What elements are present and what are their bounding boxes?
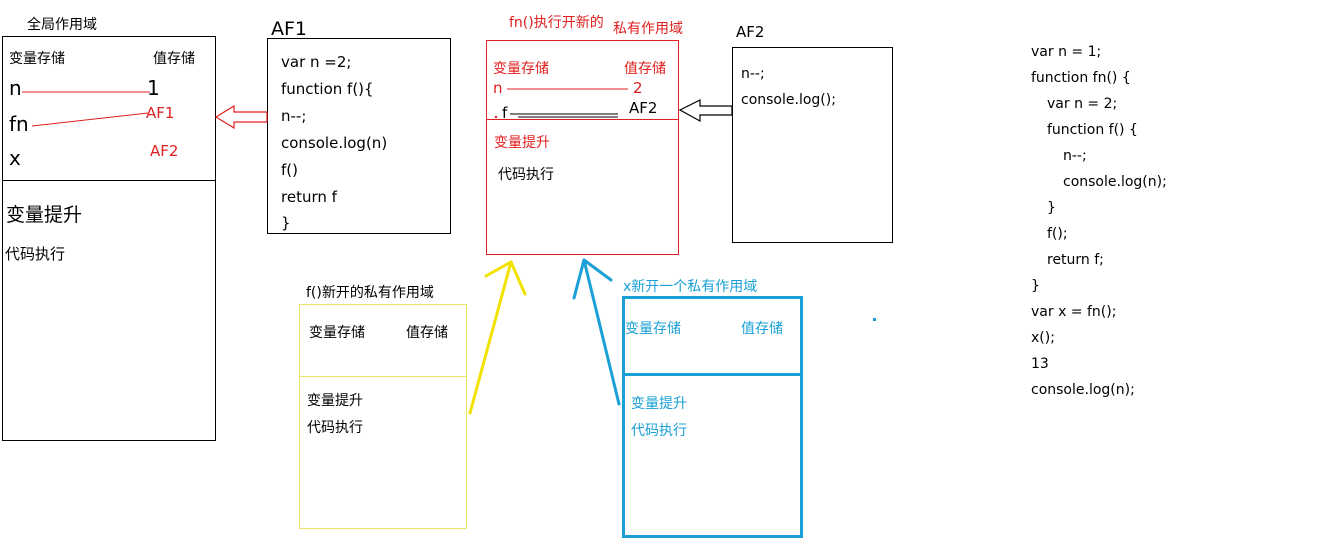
af1-box (267, 38, 451, 234)
global-col-var-header: 变量存储 (9, 51, 65, 67)
f-hoisting-label: 变量提升 (307, 393, 363, 409)
af2-to-fn-arrow (678, 99, 733, 123)
f-col-val-header: 值存储 (406, 325, 448, 341)
stray-blue-dot (873, 318, 876, 321)
af1-code-line: return f (281, 188, 337, 206)
source-code-line: x(); (1031, 330, 1055, 346)
f-scope-title: f()新开的私有作用域 (306, 285, 434, 301)
fn-var-f: f (502, 104, 508, 122)
global-hoisting-label: 变量提升 (6, 204, 83, 226)
global-scope-title: 全局作用域 (27, 17, 97, 33)
global-var-fn: fn (9, 112, 29, 136)
f-scope-box (299, 304, 467, 529)
source-code-line: return f; (1047, 252, 1104, 268)
af2-box (732, 47, 893, 243)
global-execution-label: 代码执行 (5, 245, 66, 263)
source-code-line: var n = 2; (1047, 96, 1118, 112)
af1-code-line: f() (281, 161, 298, 179)
x-hoisting-label: 变量提升 (631, 396, 687, 412)
source-code-line: f(); (1047, 226, 1068, 242)
global-col-val-header: 值存储 (153, 51, 195, 67)
source-code-line: console.log(n); (1031, 382, 1135, 398)
af2-code-line: console.log(); (741, 92, 836, 108)
fn-hoisting-label: 变量提升 (494, 135, 550, 151)
source-code-line: } (1031, 278, 1040, 294)
f-scope-divider (299, 376, 467, 377)
af1-code-line: var n =2; (281, 53, 352, 71)
global-scope-divider (2, 180, 216, 181)
af1-code-line: n--; (281, 107, 307, 125)
fn-val-n: 2 (633, 79, 643, 97)
fn-scope-title-line1: fn()执行开新的 (509, 15, 604, 31)
fn-scope-title-line2: 私有作用域 (613, 21, 683, 37)
source-code-line: console.log(n); (1063, 174, 1167, 190)
fn-val-f: AF2 (629, 99, 658, 117)
af1-code-line: console.log(n) (281, 134, 388, 152)
af2-code-line: n--; (741, 66, 765, 82)
x-execution-label: 代码执行 (631, 423, 687, 439)
global-val-n: 1 (147, 76, 160, 100)
fn-col-val-header: 值存储 (624, 61, 666, 77)
global-var-x: x (9, 146, 21, 170)
source-code-line: n--; (1063, 148, 1087, 164)
source-code-line: var x = fn(); (1031, 304, 1117, 320)
x-col-var-header: 变量存储 (625, 321, 681, 337)
fn-f-marker-dot (494, 115, 498, 119)
source-code-line: function fn() { (1031, 70, 1131, 86)
fn-var-n: n (493, 79, 503, 97)
af2-title: AF2 (736, 23, 765, 41)
global-fn-link-line (31, 112, 149, 127)
fn-scope-divider (486, 119, 679, 120)
global-val-fn: AF1 (146, 104, 175, 122)
af1-title: AF1 (271, 18, 308, 40)
f-scope-to-fn-arrow (468, 260, 527, 415)
source-code-line: var n = 1; (1031, 44, 1102, 60)
global-var-n: n (9, 76, 22, 100)
global-val-x: AF2 (150, 142, 179, 160)
x-col-val-header: 值存储 (741, 321, 783, 337)
source-code-line: 13 (1031, 356, 1049, 372)
source-code-line: } (1047, 200, 1056, 216)
fn-scope-box (486, 40, 679, 255)
source-code-line: function f() { (1047, 122, 1138, 138)
x-scope-to-fn-arrow (572, 258, 621, 406)
fn-col-var-header: 变量存储 (493, 61, 549, 77)
global-scope-box (2, 36, 216, 441)
x-scope-title: x新开一个私有作用域 (623, 279, 758, 295)
af1-code-line: function f(){ (281, 80, 374, 98)
f-col-var-header: 变量存储 (309, 325, 365, 341)
af1-to-global-arrow (214, 104, 268, 130)
x-scope-divider (622, 373, 803, 376)
fn-execution-label: 代码执行 (498, 167, 554, 183)
f-execution-label: 代码执行 (307, 420, 363, 436)
af1-code-line: } (281, 214, 291, 232)
x-scope-box (622, 296, 803, 538)
